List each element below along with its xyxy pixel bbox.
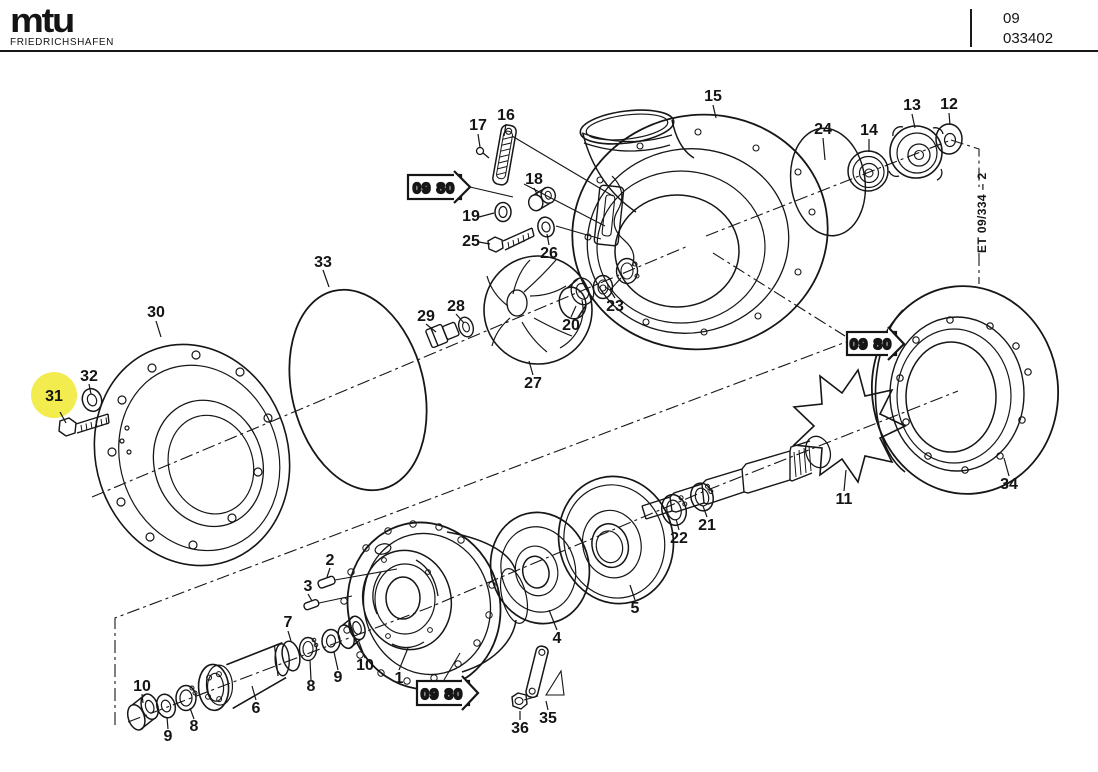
part-30-flange bbox=[93, 343, 291, 567]
mtu-logo-subtitle: FRIEDRICHSHAFEN bbox=[10, 37, 115, 48]
part-13-bearing-carrier bbox=[888, 125, 944, 181]
callout-8-b[interactable]: 8 bbox=[190, 718, 199, 735]
header-rule bbox=[0, 50, 1098, 53]
callout-30[interactable]: 30 bbox=[147, 304, 165, 321]
callout-5[interactable]: 5 bbox=[631, 600, 640, 617]
part-33-oring bbox=[288, 288, 428, 492]
callout-7[interactable]: 7 bbox=[284, 614, 293, 631]
part-8-circlip-right bbox=[298, 636, 319, 662]
part-2-pin bbox=[317, 575, 336, 589]
callout-15[interactable]: 15 bbox=[704, 88, 722, 105]
callout-6[interactable]: 6 bbox=[252, 700, 261, 717]
callout-2[interactable]: 2 bbox=[326, 552, 335, 569]
part-25-bolt bbox=[487, 227, 535, 253]
section-ref-label: 09 80 bbox=[850, 336, 893, 353]
part-11-turbine-wheel-shaft bbox=[641, 368, 907, 520]
part-8-circlip-left bbox=[175, 684, 198, 712]
callout-11[interactable]: 11 bbox=[836, 491, 853, 508]
highlight-circle bbox=[31, 372, 77, 418]
section-ref-box-top[interactable]: 09 80 bbox=[406, 170, 472, 204]
section-ref-label: 09 80 bbox=[413, 180, 456, 197]
part-6-sleeve bbox=[197, 641, 290, 712]
mtu-logo-word: mtu bbox=[10, 2, 75, 40]
part-24-seal-ring bbox=[789, 127, 867, 237]
part-21-ring bbox=[690, 482, 714, 512]
callout-12[interactable]: 12 bbox=[940, 96, 958, 113]
part-26-washer bbox=[537, 216, 555, 238]
part-32-washer bbox=[81, 387, 103, 413]
part-17-pin bbox=[475, 146, 490, 159]
part-14-bearing bbox=[847, 150, 889, 192]
callout-20[interactable]: 20 bbox=[562, 317, 580, 334]
part-10-bearing-right bbox=[337, 615, 366, 650]
part-36-nut bbox=[511, 692, 528, 710]
part-1-bearing-housing bbox=[340, 520, 529, 691]
mtu-logo: mtu FRIEDRICHSHAFEN bbox=[10, 4, 114, 48]
section-ref-box-right[interactable]: 09 80 bbox=[845, 326, 906, 361]
callout-leaders bbox=[59, 104, 1010, 730]
callout-32[interactable]: 32 bbox=[80, 368, 98, 385]
callout-14[interactable]: 14 bbox=[860, 122, 878, 139]
callout-22[interactable]: 22 bbox=[670, 530, 688, 547]
part-12-washer bbox=[935, 123, 963, 155]
part-4-disc bbox=[489, 511, 591, 625]
callout-8-a[interactable]: 8 bbox=[307, 678, 316, 695]
callout-27[interactable]: 27 bbox=[524, 375, 542, 392]
callout-35[interactable]: 35 bbox=[539, 710, 557, 727]
part-15-compressor-housing bbox=[571, 109, 829, 351]
part-9-washer-right bbox=[321, 628, 341, 654]
callout-17[interactable]: 17 bbox=[469, 117, 487, 134]
callout-28[interactable]: 28 bbox=[447, 298, 465, 315]
part-29-union bbox=[425, 321, 460, 349]
part-28-washer bbox=[457, 316, 475, 338]
callout-21[interactable]: 21 bbox=[698, 517, 716, 534]
header-divider bbox=[970, 9, 972, 47]
part-16-strap bbox=[492, 124, 517, 186]
part-31-bolt bbox=[31, 372, 110, 437]
callout-3[interactable]: 3 bbox=[304, 578, 313, 595]
callout-23[interactable]: 23 bbox=[606, 298, 624, 315]
callout-16[interactable]: 16 bbox=[497, 107, 515, 124]
doc-group-number: 09 bbox=[1003, 10, 1020, 27]
document-reference: 09 033402 bbox=[1003, 9, 1053, 50]
callout-1[interactable]: 1 bbox=[395, 670, 404, 687]
callout-13[interactable]: 13 bbox=[903, 97, 921, 114]
callout-33[interactable]: 33 bbox=[314, 254, 332, 271]
callout-18[interactable]: 18 bbox=[525, 171, 543, 188]
part-3-pin bbox=[303, 598, 320, 611]
callout-26[interactable]: 26 bbox=[540, 245, 558, 262]
doc-sheet-number: 033402 bbox=[1003, 30, 1054, 48]
callout-34[interactable]: 34 bbox=[1000, 476, 1018, 493]
part-19-washer bbox=[494, 201, 512, 223]
callout-29[interactable]: 29 bbox=[417, 308, 435, 325]
part-27-compressor-wheel bbox=[483, 255, 593, 365]
part-7-oring bbox=[281, 640, 301, 672]
callout-9-b[interactable]: 9 bbox=[164, 728, 173, 745]
sheet-reference: ET 09/334 – 2 bbox=[975, 172, 989, 253]
part-5-heat-shield bbox=[557, 475, 675, 605]
callout-19[interactable]: 19 bbox=[462, 208, 480, 225]
callout-25[interactable]: 25 bbox=[462, 233, 480, 250]
callout-4[interactable]: 4 bbox=[553, 630, 562, 647]
callout-24[interactable]: 24 bbox=[814, 121, 832, 138]
callout-10-a[interactable]: 10 bbox=[356, 657, 374, 674]
callout-36[interactable]: 36 bbox=[511, 720, 529, 737]
section-ref-box-bottom[interactable]: 09 80 bbox=[415, 675, 480, 711]
part-18-spacer bbox=[527, 186, 557, 212]
callouts: 1 2 3 4 5 6 7 8 9 10 10 9 8 11 12 13 14 … bbox=[45, 88, 1018, 745]
part-22-circlip bbox=[660, 493, 688, 527]
section-ref-label: 09 80 bbox=[421, 686, 464, 703]
callout-10-b[interactable]: 10 bbox=[133, 678, 151, 695]
callout-31-highlighted[interactable]: 31 bbox=[45, 388, 63, 405]
part-35-link bbox=[525, 645, 565, 699]
callout-9-a[interactable]: 9 bbox=[334, 669, 343, 686]
part-9-washer-left bbox=[155, 693, 177, 719]
centerlines bbox=[91, 139, 980, 725]
